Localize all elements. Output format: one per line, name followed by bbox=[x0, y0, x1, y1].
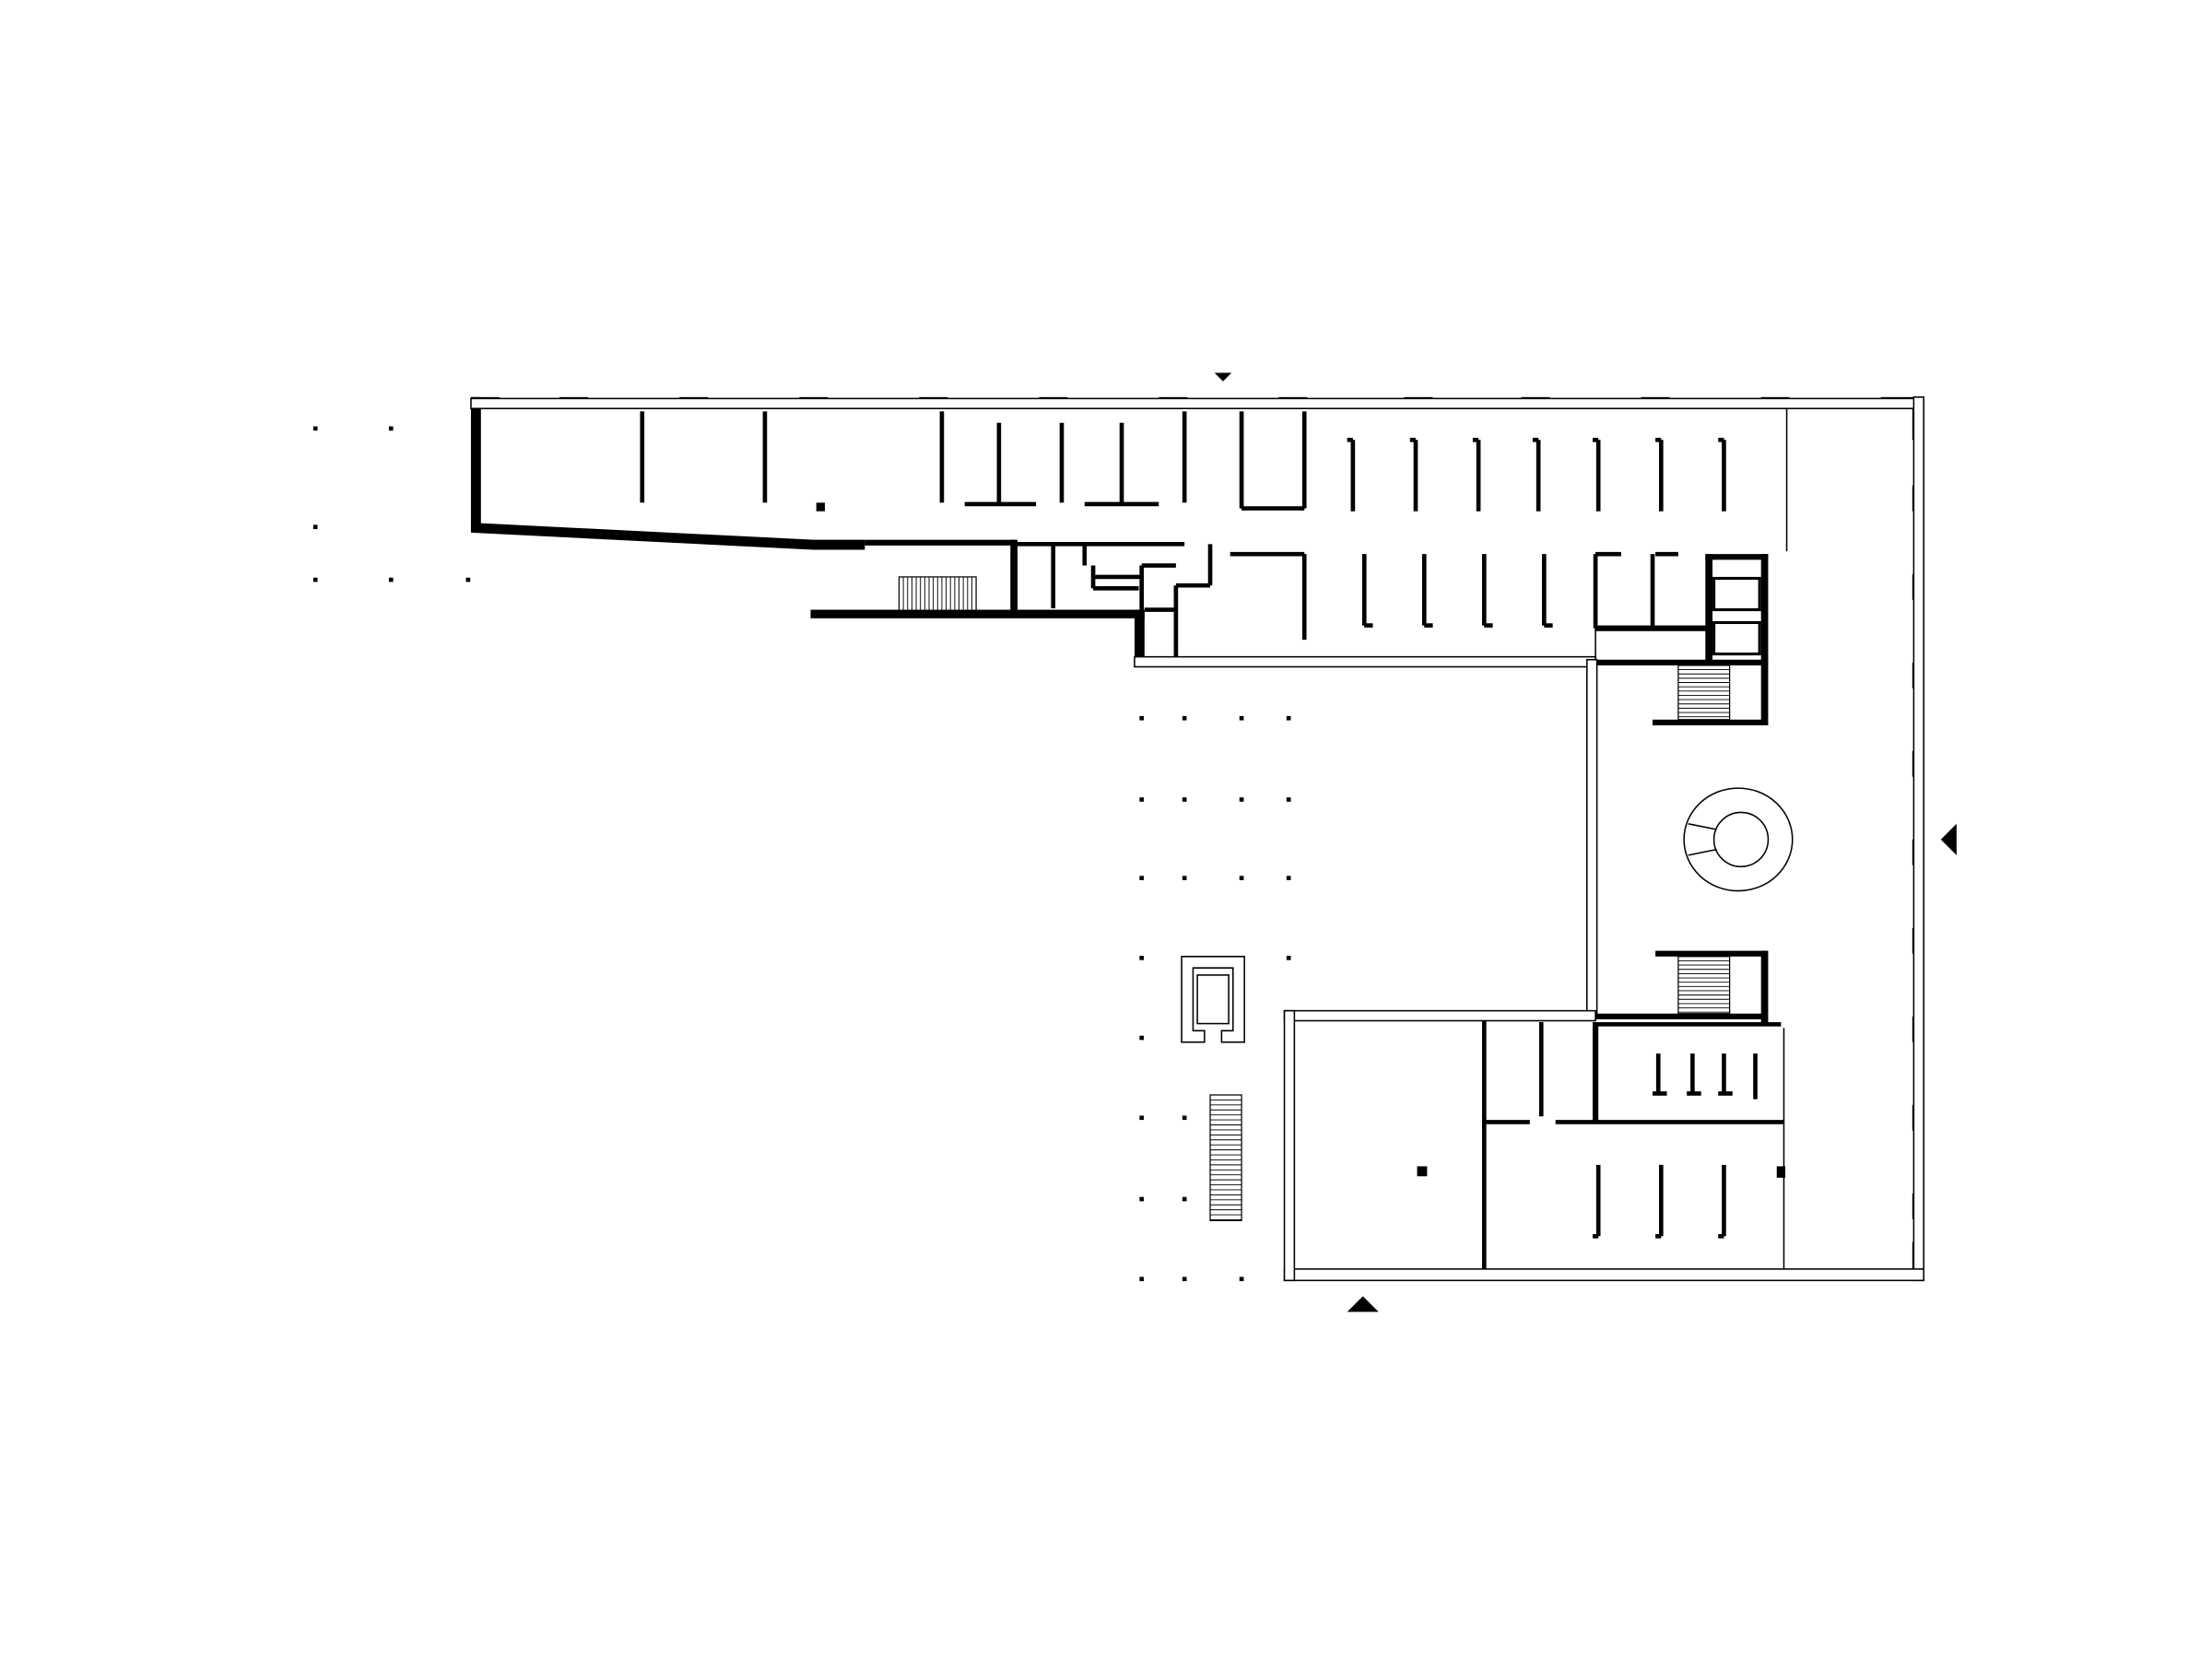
outdoor-column-dot bbox=[1286, 956, 1291, 960]
outdoor-column-dot bbox=[312, 524, 318, 530]
outdoor-column-dot bbox=[465, 577, 471, 582]
outdoor-column-dot bbox=[1239, 797, 1244, 802]
outdoor-column-dot bbox=[388, 577, 394, 582]
outdoor-column-dot bbox=[1182, 1196, 1187, 1202]
slanted-wall bbox=[470, 523, 865, 550]
outdoor-column-dot bbox=[1139, 715, 1145, 721]
outdoor-column-dot bbox=[1182, 715, 1187, 721]
outdoor-column-dot bbox=[1239, 1277, 1244, 1282]
spiral-stair-icon bbox=[1683, 787, 1794, 892]
column bbox=[1776, 1166, 1786, 1178]
elevator-icon bbox=[1712, 576, 1761, 612]
elevator-icon bbox=[1712, 620, 1761, 656]
outdoor-column-dot bbox=[1139, 1115, 1145, 1121]
outdoor-column-dot bbox=[1286, 715, 1291, 721]
outdoor-column-dot bbox=[1286, 797, 1291, 802]
window-band bbox=[1283, 1268, 1924, 1282]
outdoor-column-dot bbox=[1139, 876, 1145, 880]
outdoor-column-dot bbox=[1182, 1277, 1187, 1282]
core-wall bbox=[1655, 950, 1767, 957]
core-wall bbox=[1760, 554, 1769, 665]
window-band bbox=[1586, 658, 1598, 1015]
core-wall bbox=[1760, 659, 1769, 725]
window-band bbox=[1283, 1009, 1296, 1282]
window-band bbox=[1283, 1009, 1596, 1022]
core-wall bbox=[1760, 950, 1769, 1026]
outdoor-column-dot bbox=[312, 426, 318, 431]
outdoor-column-dot bbox=[388, 426, 394, 431]
stair-icon bbox=[1209, 1094, 1242, 1221]
wing-step-wall bbox=[1134, 609, 1145, 667]
window-band bbox=[1912, 396, 1924, 1282]
outdoor-column-dot bbox=[1139, 956, 1145, 960]
core-wall bbox=[1595, 659, 1767, 665]
outdoor-column-dot bbox=[1286, 876, 1291, 880]
fountain-icon bbox=[1181, 956, 1245, 1043]
outdoor-column-dot bbox=[312, 577, 318, 582]
stair-icon bbox=[1677, 956, 1731, 1015]
outdoor-columns bbox=[312, 426, 1291, 1282]
features bbox=[898, 372, 1957, 1312]
core-wall bbox=[1595, 1013, 1767, 1019]
column bbox=[816, 502, 825, 512]
outdoor-column-dot bbox=[1182, 797, 1187, 802]
core-wall bbox=[1593, 1022, 1599, 1123]
stair-room-wall bbox=[865, 539, 1017, 546]
outdoor-column-dot bbox=[1139, 1196, 1145, 1202]
outdoor-column-dot bbox=[1139, 797, 1145, 802]
outdoor-column-dot bbox=[1239, 715, 1244, 721]
window-band bbox=[470, 397, 1924, 409]
outdoor-column-dot bbox=[1139, 1035, 1145, 1041]
entrance-arrow-bottom-icon bbox=[1347, 1296, 1379, 1312]
core-wall bbox=[1705, 554, 1769, 560]
outdoor-column-dot bbox=[1239, 876, 1244, 880]
outdoor-column-dot bbox=[1139, 1277, 1145, 1282]
outdoor-column-dot bbox=[1182, 876, 1187, 880]
window-band bbox=[1134, 655, 1596, 668]
west-wall bbox=[470, 396, 481, 532]
walls bbox=[470, 396, 1924, 1281]
core-wall bbox=[1653, 719, 1767, 725]
outdoor-column-dot bbox=[1182, 1115, 1187, 1121]
partitions bbox=[640, 408, 1788, 1269]
entrance-arrow-right-icon bbox=[1940, 823, 1957, 855]
column bbox=[1417, 1166, 1428, 1177]
stair-icon bbox=[1677, 665, 1731, 721]
wing-south-wall bbox=[810, 609, 1145, 618]
core-wall bbox=[1705, 554, 1713, 665]
stair-room-wall bbox=[1010, 539, 1018, 615]
windows bbox=[470, 396, 1924, 1282]
entrance-arrow-top-icon bbox=[1214, 372, 1232, 382]
core-wall bbox=[1595, 625, 1710, 631]
stair-icon bbox=[898, 576, 977, 612]
core-wall bbox=[1595, 1022, 1782, 1027]
